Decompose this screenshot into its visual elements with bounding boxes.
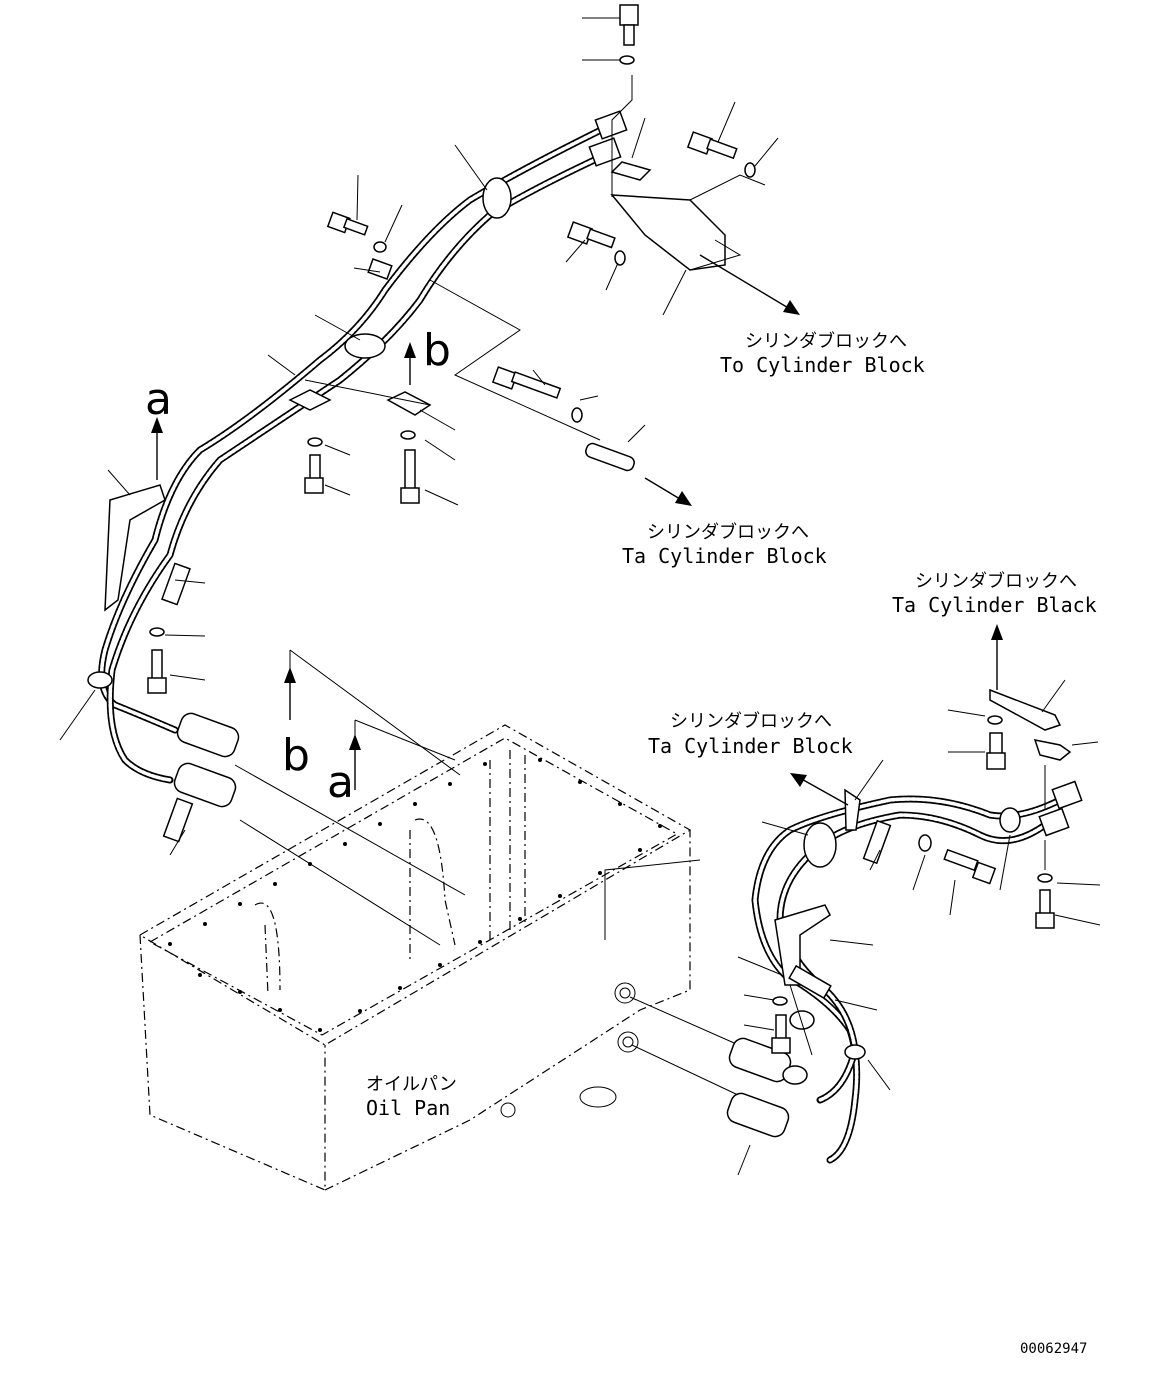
view-marker-a-lower: a <box>327 757 354 808</box>
svg-text:Ta Cylinder Block: Ta Cylinder Block <box>622 544 827 568</box>
svg-text:オイルパン: オイルパン <box>366 1074 457 1095</box>
upper-bracket <box>288 4 756 504</box>
view-marker-b-lower: b <box>282 730 310 781</box>
view-marker-b-upper: b <box>423 325 451 376</box>
svg-text:シリンダブロックへ: シリンダブロックへ <box>647 521 809 543</box>
label-cyl-block-2: シリンダブロックへ Ta Cylinder Block <box>622 521 827 568</box>
left-harness <box>87 110 628 808</box>
view-marker-a-upper: a <box>145 374 172 425</box>
upper-arrows <box>151 254 800 790</box>
oil-pan-drawing <box>138 724 692 1191</box>
label-cyl-block-4: シリンダブロックへ Ta Cylinder Block <box>648 710 853 758</box>
upper-leaders <box>59 17 779 856</box>
drawing-number: 00062947 <box>1020 1341 1087 1357</box>
svg-text:Ta Cylinder Black: Ta Cylinder Black <box>892 593 1097 617</box>
svg-text:シリンダブロックへ: シリンダブロックへ <box>915 570 1077 592</box>
right-harness <box>726 780 1083 1164</box>
svg-text:シリンダブロックへ: シリンダブロックへ <box>670 710 832 732</box>
left-bracket <box>104 484 194 843</box>
svg-text:Ta Cylinder Block: Ta Cylinder Block <box>648 734 853 758</box>
right-leaders <box>737 679 1101 1176</box>
right-hardware <box>771 688 1072 1054</box>
label-oil-pan: オイルパン Oil Pan <box>366 1074 457 1120</box>
label-cyl-block-3: シリンダブロックへ Ta Cylinder Black <box>892 570 1097 617</box>
svg-text:To Cylinder Block: To Cylinder Block <box>720 353 925 377</box>
label-cyl-block-1: シリンダブロックへ To Cylinder Block <box>720 330 925 377</box>
svg-text:シリンダブロックへ: シリンダブロックへ <box>745 330 907 352</box>
right-arrows <box>790 624 1003 806</box>
svg-text:Oil Pan: Oil Pan <box>366 1096 450 1120</box>
